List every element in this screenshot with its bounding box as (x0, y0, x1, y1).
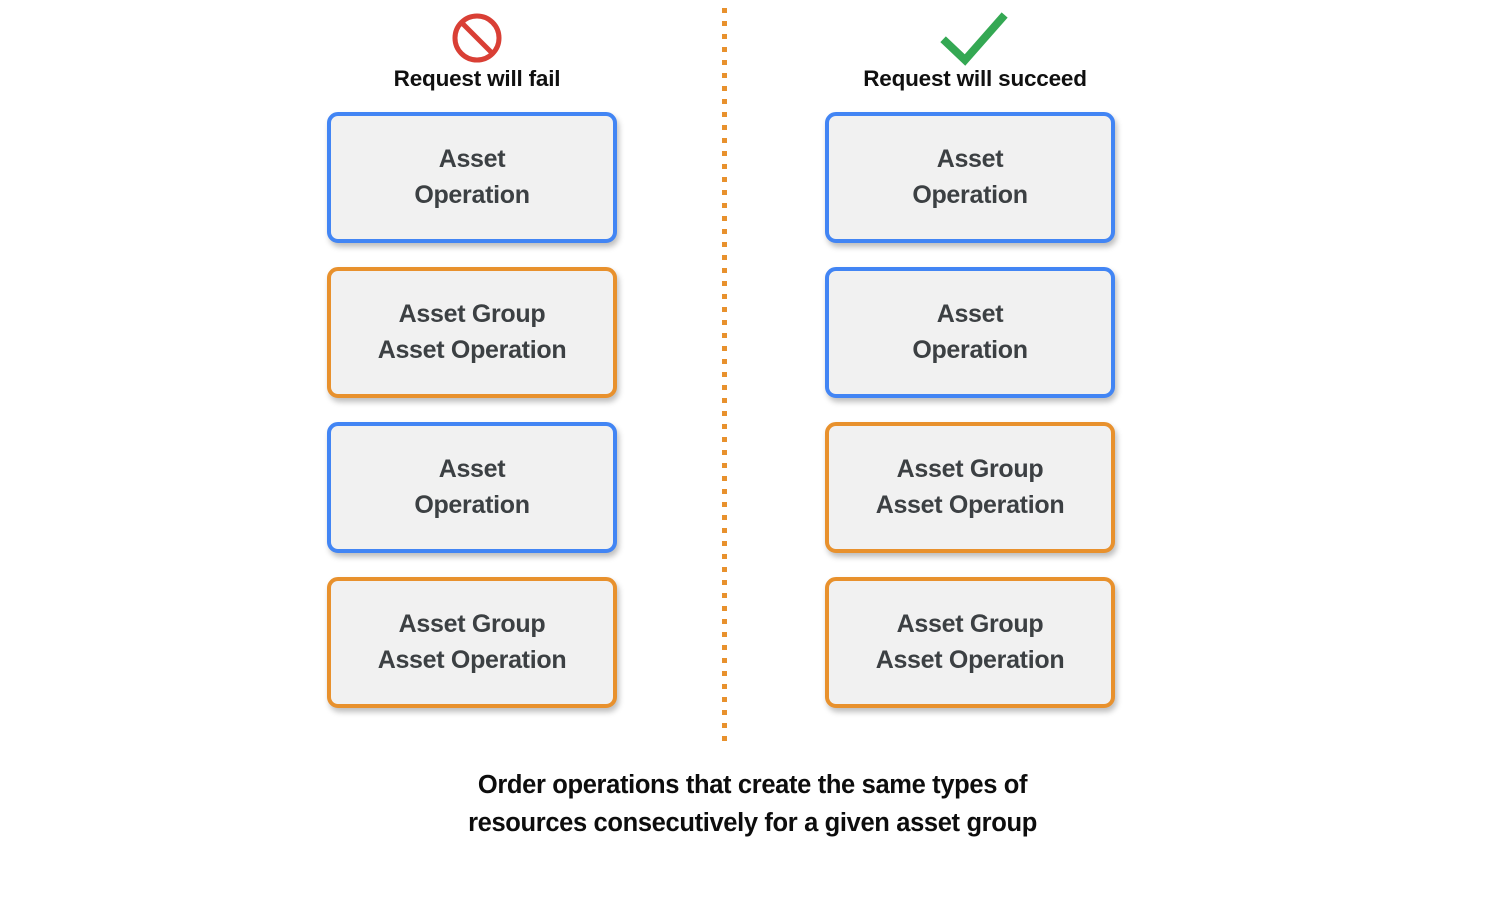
column-divider (722, 8, 727, 742)
card-asset-group-operation[interactable]: Asset Group Asset Operation (327, 577, 617, 708)
card-asset-group-operation[interactable]: Asset Group Asset Operation (825, 422, 1115, 553)
card-label: Asset Operation (912, 300, 1028, 364)
card-asset-operation[interactable]: Asset Operation (327, 112, 617, 243)
card-asset-operation[interactable]: Asset Operation (825, 112, 1115, 243)
column-succeed-card-stack: Asset Operation Asset Operation Asset Gr… (825, 112, 1125, 708)
column-fail-label: Request will fail (393, 66, 561, 91)
column-fail: Request will fail Asset Operation Asset … (327, 10, 627, 708)
diagram-caption: Order operations that create the same ty… (468, 771, 1037, 838)
card-asset-operation[interactable]: Asset Operation (327, 422, 617, 553)
card-label: Asset Group Asset Operation (377, 300, 567, 364)
prohibition-icon (450, 10, 504, 66)
column-succeed: Request will succeed Asset Operation Ass… (825, 10, 1125, 708)
card-asset-group-operation[interactable]: Asset Group Asset Operation (327, 267, 617, 398)
card-asset-group-operation[interactable]: Asset Group Asset Operation (825, 577, 1115, 708)
card-label: Asset Operation (414, 145, 530, 209)
column-fail-card-stack: Asset Operation Asset Group Asset Operat… (327, 112, 627, 708)
column-succeed-label: Request will succeed (863, 66, 1087, 91)
card-label: Asset Operation (912, 145, 1028, 209)
column-fail-header: Request will fail (327, 10, 627, 102)
column-succeed-header: Request will succeed (825, 10, 1125, 102)
checkmark-icon (940, 10, 1010, 66)
card-label: Asset Group Asset Operation (875, 455, 1065, 519)
card-label: Asset Group Asset Operation (377, 610, 567, 674)
card-asset-operation[interactable]: Asset Operation (825, 267, 1115, 398)
card-label: Asset Operation (414, 455, 530, 519)
card-label: Asset Group Asset Operation (875, 610, 1065, 674)
